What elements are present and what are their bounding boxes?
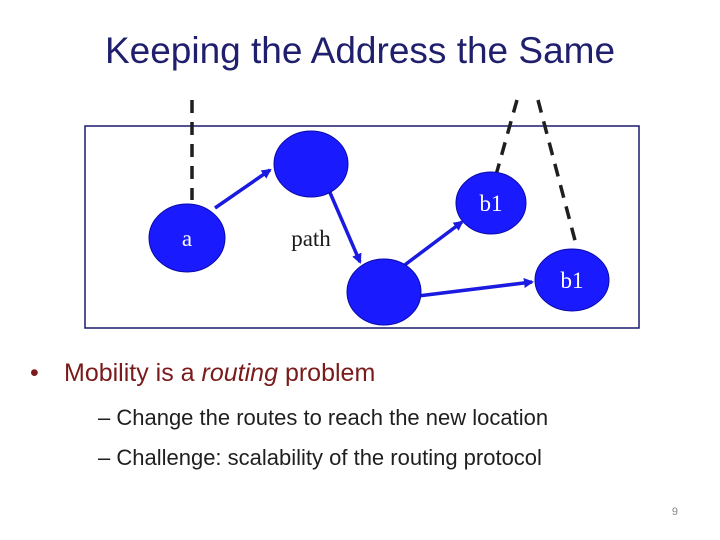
slide-title: Keeping the Address the Same <box>104 30 616 71</box>
label-path: path <box>291 226 331 251</box>
node-b1-top <box>455 171 527 235</box>
sub-bullet-change-routes: – Change the routes to reach the new loc… <box>98 405 549 430</box>
bullet-text-prefix: Mobility is a <box>64 359 202 387</box>
dashed-link-b1-right <box>536 99 579 249</box>
label-a: a <box>182 226 192 251</box>
network-boundary-box <box>84 125 640 329</box>
node-bottom-router <box>346 258 422 326</box>
bullet-text: Mobility is a routing problem <box>64 356 375 390</box>
path-arrow-a-to-top <box>214 168 272 210</box>
page-number: 9 <box>671 506 678 518</box>
bullet-text-suffix: problem <box>278 359 376 387</box>
bullet-item-mobility: • Mobility is a routing problem <box>30 356 690 390</box>
path-arrow-bottom-to-b1-top <box>396 220 464 272</box>
node-a <box>148 203 226 273</box>
dashed-link-b1-top <box>494 99 519 176</box>
label-b1-right: b1 <box>561 268 584 293</box>
label-b1-top: b1 <box>480 191 503 216</box>
node-top-router <box>273 130 349 198</box>
sub-bullet-list: – Change the routes to reach the new loc… <box>30 398 690 478</box>
node-b1-right <box>534 248 610 312</box>
bullet-dot: • <box>30 359 39 387</box>
path-arrow-top-to-bottom <box>326 187 362 264</box>
sub-bullet-scalability: – Challenge: scalability of the routing … <box>98 445 542 470</box>
bullet-text-emphasis: routing <box>201 359 278 387</box>
path-arrow-bottom-to-b1-right <box>417 278 534 298</box>
bullet-list: • Mobility is a routing problem – Change… <box>30 356 690 478</box>
